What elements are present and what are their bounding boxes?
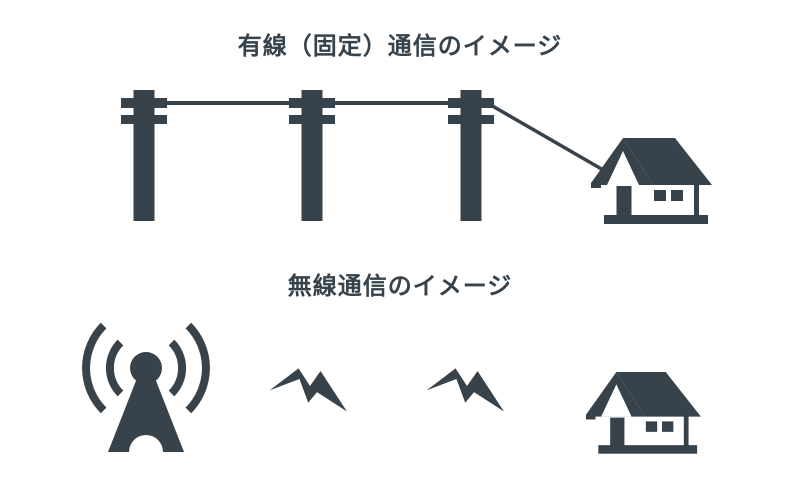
wireless-diagram: [0, 300, 701, 500]
utility-pole-icon: [121, 90, 167, 221]
wired-section-title: 有線（固定）通信のイメージ: [237, 33, 563, 60]
utility-pole-icon: [448, 90, 494, 221]
utility-pole-icon: [289, 90, 335, 221]
lightning-bolt-icon: [269, 368, 347, 412]
wireless-section-title: 無線通信のイメージ: [287, 273, 513, 300]
radio-tower-icon: [86, 326, 206, 452]
lightning-bolt-icon: [426, 368, 504, 412]
house-icon: [585, 372, 701, 454]
wired-diagram: [121, 90, 712, 224]
house-icon: [591, 138, 712, 224]
house-drop-wire-line: [488, 102, 606, 173]
